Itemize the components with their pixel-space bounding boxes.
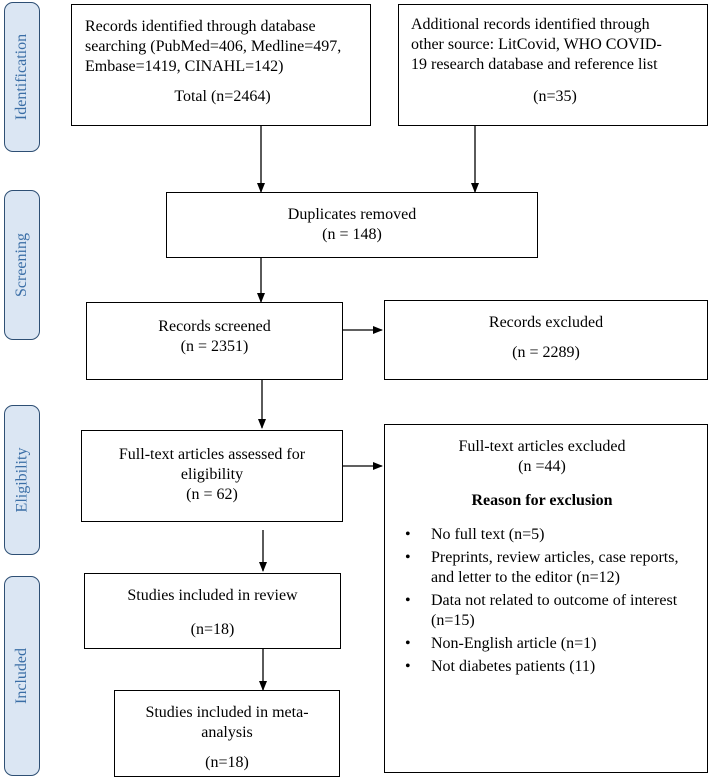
database-line-2: searching (PubMed=406, Medline=497, [85, 38, 342, 55]
duplicates-count: (n = 148) [322, 226, 382, 243]
additional-line-2: other source: LitCovid, WHO COVID- [411, 36, 662, 53]
stage-eligibility: Eligibility [4, 405, 40, 555]
database-line-3: Embase=1419, CINAHL=142) [85, 58, 284, 75]
duplicates-removed-box: Duplicates removed (n = 148) [166, 192, 538, 258]
fulltext-assessed-box: Full-text articles assessed for eligibil… [81, 430, 343, 522]
fulltext-count: (n = 62) [186, 486, 238, 503]
reason-item: Not diabetes patients (11) [405, 657, 695, 677]
reason-item: Data not related to outcome of interest … [405, 591, 695, 631]
excluded-count: (n = 2289) [512, 344, 580, 361]
records-screened-box: Records screened (n = 2351) [86, 302, 343, 380]
meta-count: (n=18) [205, 754, 249, 771]
duplicates-label: Duplicates removed [287, 206, 417, 223]
meta-line-1: Studies included in meta- [145, 704, 309, 721]
review-label: Studies included in review [127, 587, 298, 604]
reason-title: Reason for exclusion [471, 492, 613, 509]
fulltext-line-2: eligibility [180, 466, 244, 483]
reason-item: Non-English article (n=1) [405, 634, 695, 654]
database-total: Total (n=2464) [174, 88, 271, 105]
reason-item: Preprints, review articles, case reports… [405, 548, 695, 588]
stage-screening: Screening [4, 190, 40, 340]
reason-list: No full text (n=5) Preprints, review art… [389, 525, 695, 677]
fulltext-excluded-count: (n =44) [518, 458, 566, 475]
additional-records-box: Additional records identified through ot… [398, 4, 708, 126]
stage-identification: Identification [4, 2, 40, 152]
database-records-box: Records identified through database sear… [71, 4, 371, 126]
fulltext-excluded-box: Full-text articles excluded (n =44) Reas… [384, 424, 708, 773]
screened-label: Records screened [158, 318, 271, 335]
studies-meta-box: Studies included in meta- analysis (n=18… [114, 690, 340, 777]
screened-count: (n = 2351) [180, 338, 249, 355]
reason-item: No full text (n=5) [405, 525, 695, 545]
additional-line-3: 19 research database and reference list [411, 56, 658, 73]
meta-line-2: analysis [201, 724, 253, 741]
stage-included: Included [4, 576, 40, 776]
additional-line-1: Additional records identified through [411, 16, 650, 33]
database-line-1: Records identified through database [85, 18, 316, 35]
fulltext-line-1: Full-text articles assessed for [118, 446, 306, 463]
studies-review-box: Studies included in review (n=18) [84, 573, 341, 649]
excluded-label: Records excluded [488, 314, 604, 331]
review-count: (n=18) [190, 621, 235, 638]
records-excluded-box: Records excluded (n = 2289) [384, 300, 708, 380]
fulltext-excluded-label: Full-text articles excluded [458, 438, 626, 455]
additional-count: (n=35) [533, 88, 577, 105]
